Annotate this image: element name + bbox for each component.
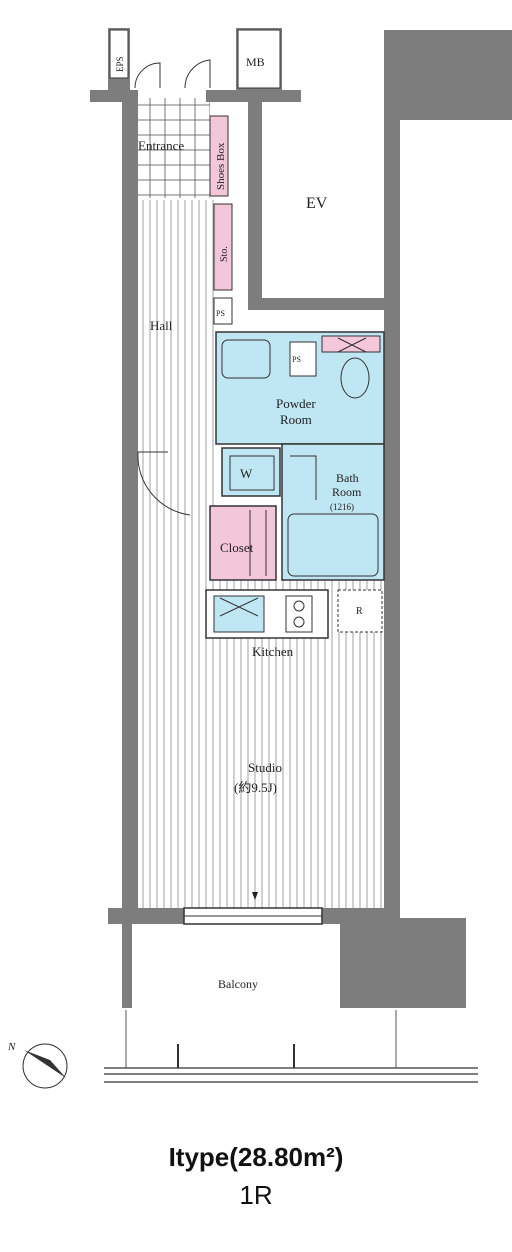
ps-hall-label: PS [216, 309, 225, 318]
unit-type-caption: Itype(28.80m²) [168, 1142, 344, 1172]
closet-area [209, 505, 277, 581]
washer-label: W [240, 466, 253, 481]
shoes-box-label: Shoes Box [215, 142, 227, 190]
layout-caption: 1R [239, 1180, 273, 1210]
bath-size-label: (1216) [330, 502, 354, 512]
kitchen-label: Kitchen [252, 644, 294, 659]
eps-label: EPS [115, 56, 125, 72]
walls [90, 28, 512, 1008]
studio-label: Studio [248, 760, 282, 775]
bath-label: Bath [336, 471, 359, 485]
refrigerator-label: R [356, 606, 363, 617]
entrance-floor [135, 98, 210, 198]
hall-label: Hall [150, 318, 173, 333]
powder-room-label-2: Room [280, 412, 312, 427]
storage-label: Sto. [219, 246, 230, 262]
entrance-label: Entrance [138, 138, 184, 153]
bath-label-2: Room [332, 485, 362, 499]
compass-icon [22, 1043, 68, 1089]
balcony-label: Balcony [218, 977, 258, 991]
hall-floor [138, 200, 216, 580]
ev-label: EV [306, 195, 328, 212]
powder-room-label: Powder [276, 396, 316, 411]
north-label: N [7, 1041, 16, 1053]
ps-powder-label: PS [292, 355, 301, 364]
closet-label: Closet [220, 540, 254, 555]
mb-label: MB [246, 55, 265, 69]
studio-size-label: (約9.5J) [234, 780, 277, 795]
